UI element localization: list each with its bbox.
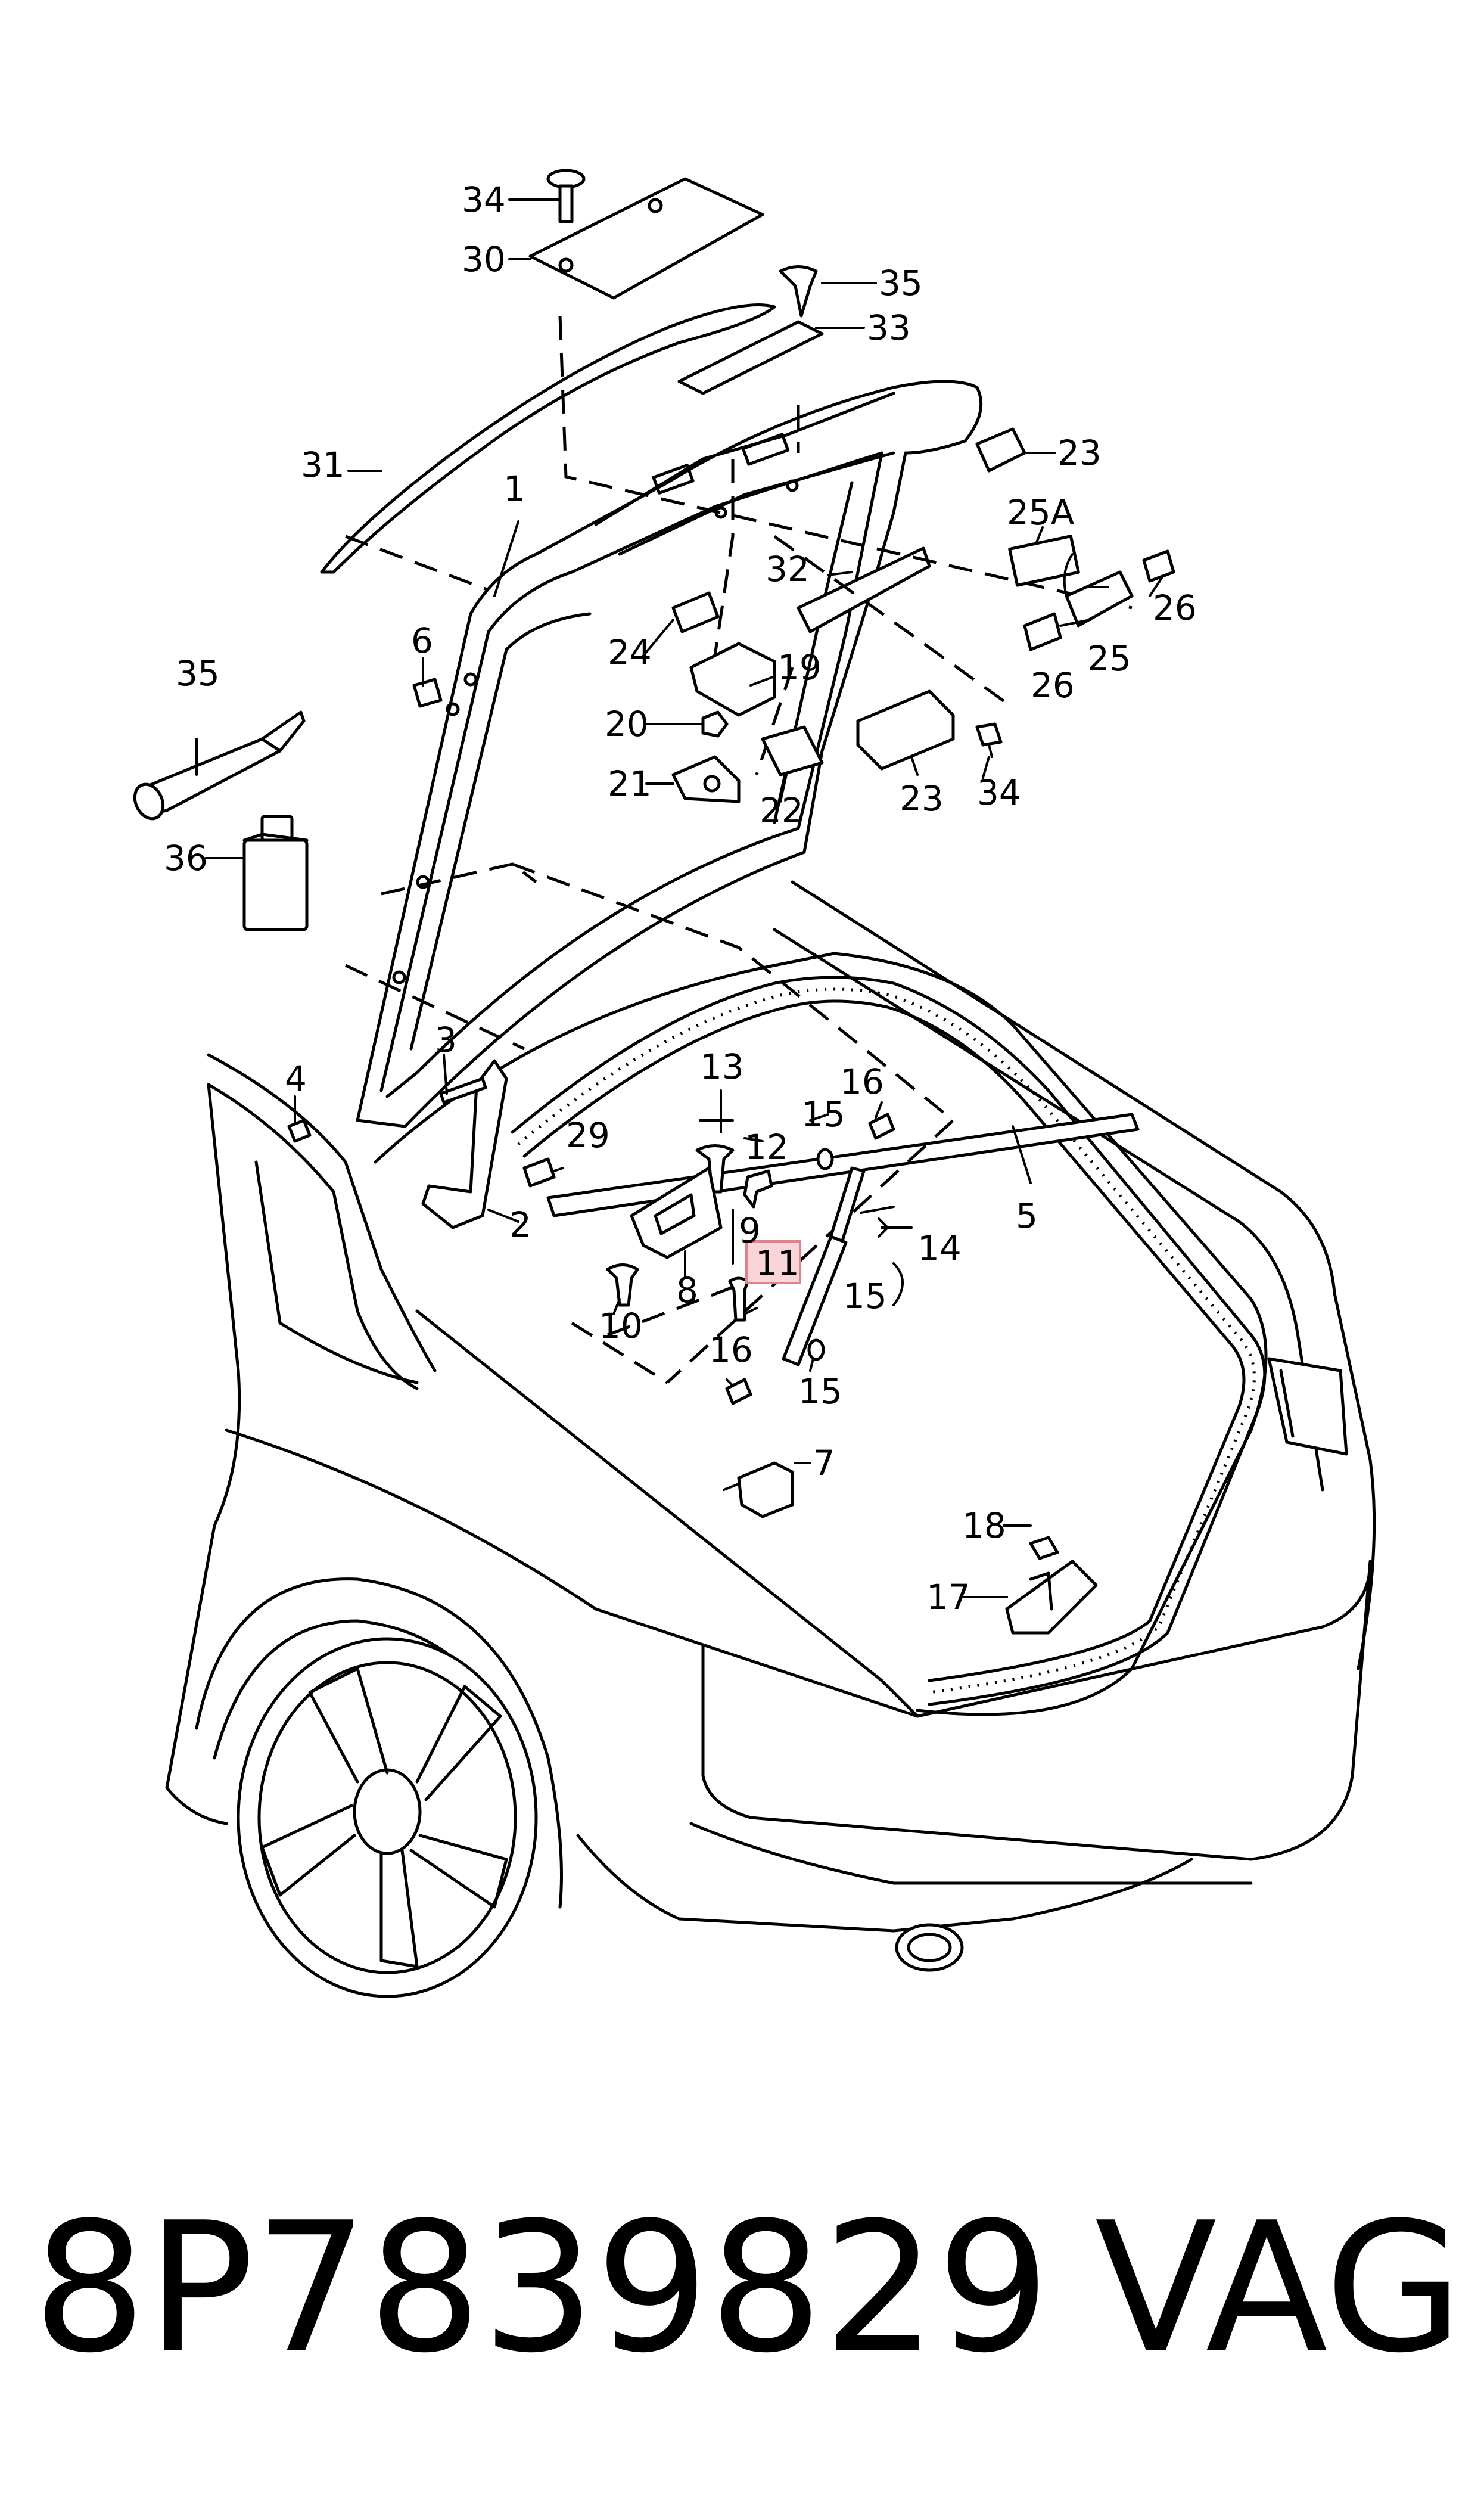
clip-11 xyxy=(728,1276,749,1322)
trim-26-left xyxy=(1023,612,1062,651)
callout-32: 31 xyxy=(301,445,345,485)
spoiler xyxy=(320,303,776,574)
latch-23 xyxy=(856,689,955,771)
nut-18 xyxy=(1029,1536,1059,1560)
leader-lines xyxy=(195,198,1163,1598)
nut-20 xyxy=(701,710,729,738)
weatherstrip-seal xyxy=(511,976,1267,1706)
callout-10: 10 xyxy=(599,1306,643,1346)
callout-6: 6 xyxy=(411,620,433,661)
highlight-box-11 xyxy=(745,1240,801,1284)
callout-9: 9 xyxy=(739,1210,761,1251)
callout-13: 13 xyxy=(700,1046,744,1087)
cover-plate-27 xyxy=(528,177,764,300)
parts xyxy=(133,169,1175,1635)
bolt-34 xyxy=(975,722,1003,747)
trim-26-right xyxy=(1142,549,1175,583)
callout-24-left: 24 xyxy=(608,632,652,673)
callout-25: 25 xyxy=(1087,638,1131,679)
callout-16-upper: 16 xyxy=(840,1061,884,1102)
bolt-29 xyxy=(522,1157,556,1188)
callout-labels: 34 30 35 33 31 1 23 25A 32 26 25 26 6 24… xyxy=(164,179,1197,1617)
hinge-2 xyxy=(421,1059,508,1229)
callout-29: 29 xyxy=(566,1115,610,1156)
callout-5: 5 xyxy=(1016,1195,1038,1236)
callout-8: 8 xyxy=(676,1270,698,1310)
cover-31 xyxy=(677,320,824,395)
callout-21: 21 xyxy=(608,763,652,804)
brand-label: VAG xyxy=(1094,2184,1463,2392)
bolt-30 xyxy=(546,169,586,223)
stud-10 xyxy=(606,1263,639,1307)
callout-35: 35 xyxy=(176,653,220,694)
callout-11: 11 xyxy=(755,1243,799,1284)
nut-4 xyxy=(287,1119,312,1143)
bolt-3 xyxy=(439,1077,487,1104)
callout-17: 17 xyxy=(926,1577,970,1617)
callout-27: 30 xyxy=(462,239,506,279)
seal-25a xyxy=(1008,535,1080,587)
bracket-7 xyxy=(737,1461,794,1518)
callout-2: 2 xyxy=(509,1204,531,1245)
callout-7: 7 xyxy=(813,1443,835,1483)
lock-19 xyxy=(689,642,776,717)
callout-15-lower: 15 xyxy=(798,1371,842,1412)
callout-14: 14 xyxy=(917,1228,962,1269)
callout-15-upper: 15 xyxy=(801,1094,845,1135)
callout-16-lower: 16 xyxy=(709,1330,753,1370)
callout-26-right: 26 xyxy=(1153,588,1197,628)
bolt-9 xyxy=(743,1169,773,1209)
callout-20: 20 xyxy=(605,704,649,744)
callout-3: 3 xyxy=(435,1020,457,1060)
expanding-clip-33 xyxy=(779,265,818,318)
ball-stud-16-upper xyxy=(868,1113,895,1140)
buffer-24-right xyxy=(975,427,1026,473)
stud-12 xyxy=(695,1144,735,1194)
rear-wheel xyxy=(237,1637,538,1998)
part-number: 8P7839829 xyxy=(33,2184,1050,2392)
car-body xyxy=(165,880,1376,1998)
callout-4: 4 xyxy=(285,1058,307,1099)
primer-bottle-36 xyxy=(242,815,309,931)
callout-26-left: 26 xyxy=(1031,665,1075,706)
striker-cover-22 xyxy=(761,725,824,776)
callout-28: 32 xyxy=(766,549,810,589)
leader-construction-lines xyxy=(344,315,1133,1384)
callout-12: 12 xyxy=(745,1127,789,1167)
callout-24-right: 23 xyxy=(1057,433,1102,473)
callout-30: 34 xyxy=(462,179,506,220)
clip-15-lower xyxy=(807,1338,825,1361)
callout-22: 22 xyxy=(760,790,804,831)
callout-34: 34 xyxy=(977,772,1021,813)
bracket-8 xyxy=(630,1166,723,1259)
callout-33: 35 xyxy=(879,263,923,303)
callout-31: 33 xyxy=(867,308,911,348)
clip-6 xyxy=(412,678,443,708)
handle-switch-25 xyxy=(1065,570,1134,628)
adhesive-tube-35 xyxy=(133,710,306,821)
callout-1: 1 xyxy=(503,468,525,509)
callout-18: 18 xyxy=(962,1505,1006,1546)
callout-23: 23 xyxy=(900,778,944,819)
callout-25a: 25A xyxy=(1007,492,1075,533)
callout-19: 19 xyxy=(777,647,822,688)
buffer-24-left xyxy=(671,591,720,633)
clip-15-upper xyxy=(816,1148,834,1170)
tailgate-lid xyxy=(356,380,983,1128)
callout-36: 36 xyxy=(164,838,208,878)
callout-15-mid: 15 xyxy=(843,1276,887,1316)
